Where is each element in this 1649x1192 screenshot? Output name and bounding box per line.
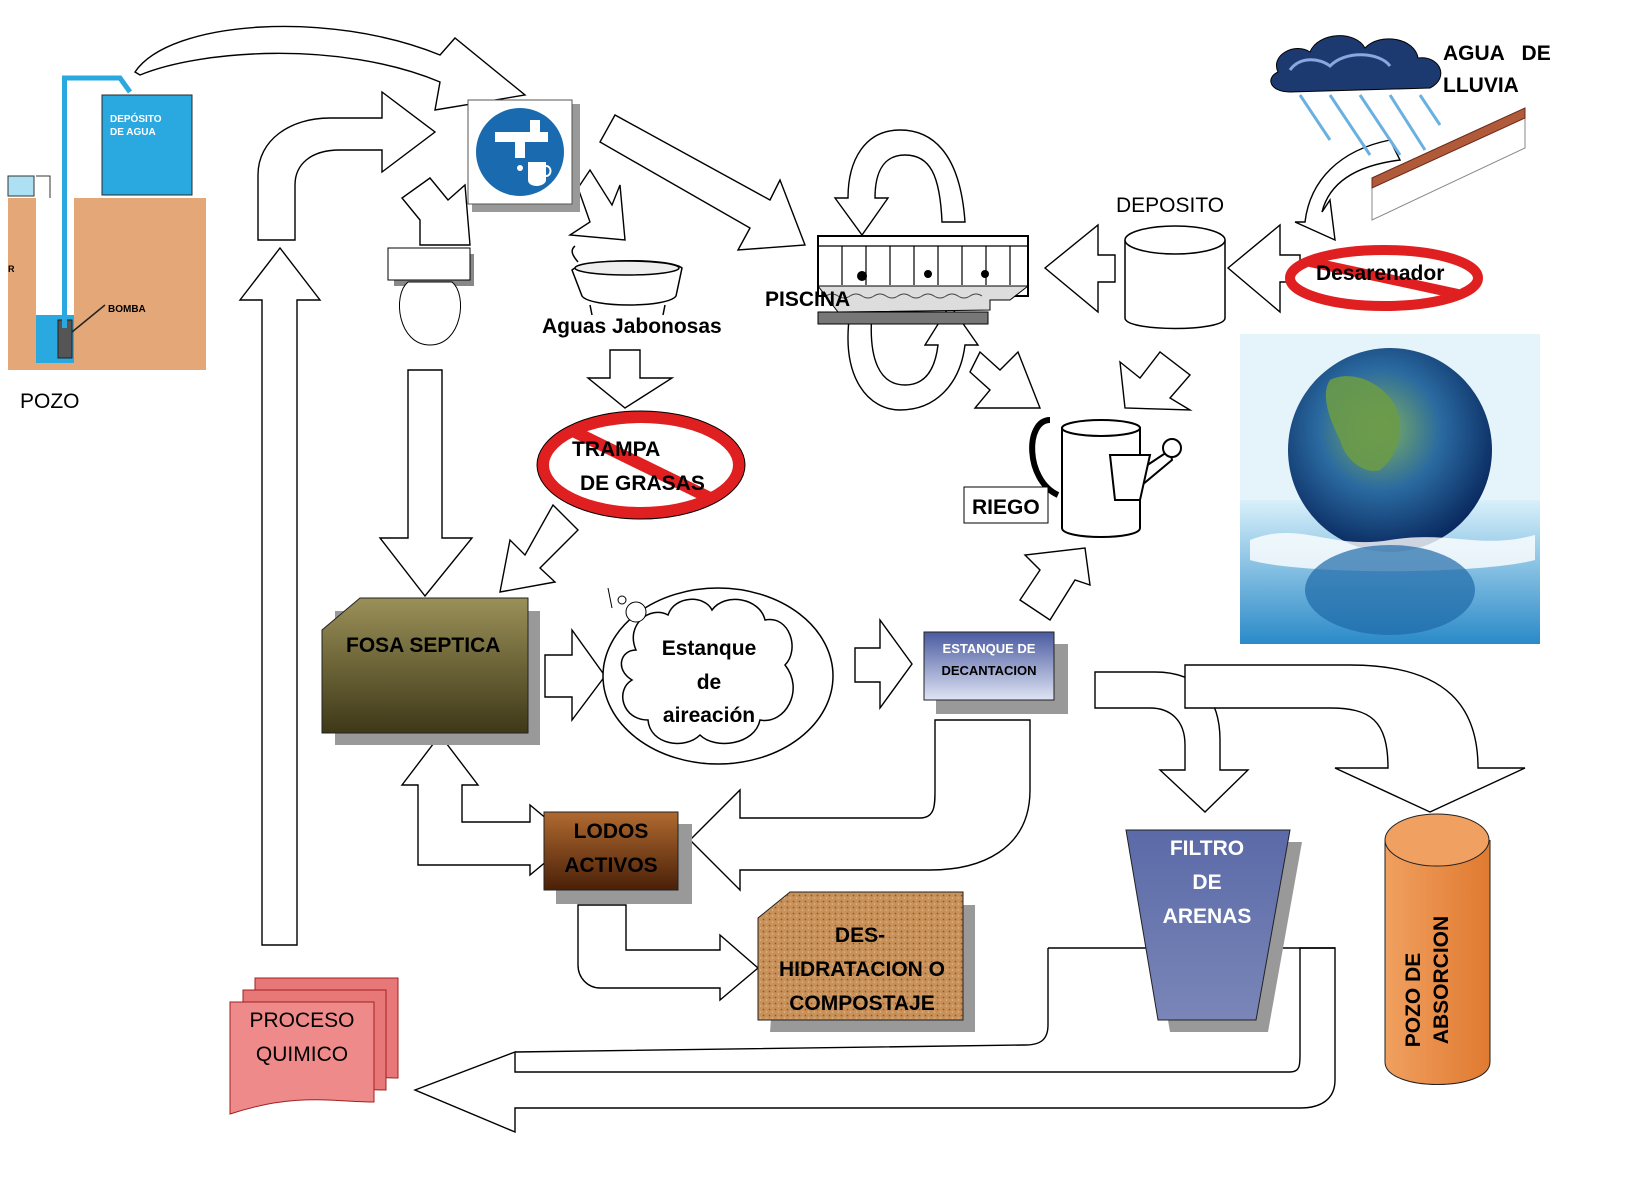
- trampa-label-1: TRAMPA: [572, 438, 660, 461]
- arrow-lodos-to-compost: [577, 904, 760, 1002]
- deposito-label: DEPOSITO: [1116, 194, 1224, 217]
- trampa-label-2: DE GRASAS: [580, 472, 705, 495]
- swimming-pool-icon: [816, 235, 1030, 325]
- arrow-trampa-to-fosa: [499, 503, 579, 593]
- pozo-label: POZO: [20, 390, 80, 413]
- proceso-label-1: PROCESO: [249, 1009, 354, 1032]
- riego-label-box: [963, 486, 1049, 524]
- aireacion-label-1: Estanque: [662, 637, 757, 660]
- lodos-label-2: ACTIVOS: [564, 854, 657, 877]
- absorption-well-cylinder: [1384, 813, 1491, 1085]
- toilet-icon: [387, 247, 474, 346]
- filtro-label-3: ARENAS: [1163, 905, 1252, 928]
- compost-label-2: HIDRATACION O: [779, 958, 945, 981]
- prohibited-sign-icon: [536, 410, 746, 520]
- arrow-faucet-to-toilet: [400, 177, 471, 246]
- water-tank-label-2: DE AGUA: [110, 127, 156, 138]
- arrow-bath-to-trampa: [586, 349, 675, 409]
- lodos-label-1: LODOS: [574, 820, 649, 843]
- absorcion-label-2: ABSORCION: [1430, 916, 1453, 1044]
- decantation-tank-box: [923, 631, 1055, 701]
- roof-tiles-icon: [1371, 107, 1526, 221]
- arrow-decantacion-to-riego: [1019, 547, 1091, 621]
- desarenador-label: Desarenador: [1316, 262, 1444, 285]
- arrow-decantacion-to-absorcion: [1184, 664, 1526, 813]
- prohibited-sign-icon: [1285, 245, 1483, 311]
- arrow-toilet-to-fosa: [378, 369, 474, 598]
- absorcion-label-1: POZO DE: [1402, 953, 1425, 1048]
- rain-cloud-icon: [1270, 35, 1442, 156]
- arrow-rain-to-desarenador: [1294, 139, 1402, 242]
- aguas-jabonosas-label: Aguas Jabonosas: [542, 315, 722, 338]
- aeration-tank-icon: [602, 587, 834, 765]
- bathtub-icon: [571, 245, 683, 316]
- aireacion-label-2: de: [697, 671, 722, 694]
- rain-label-1: AGUA DE: [1443, 42, 1551, 65]
- compost-label-3: COMPOSTAJE: [789, 992, 934, 1015]
- earth-water-splash-image: [1240, 334, 1540, 644]
- arrow-deposito-to-pool: [1043, 223, 1116, 314]
- well-illustration: [7, 75, 206, 370]
- filtro-label-1: FILTRO: [1170, 837, 1244, 860]
- chemical-process-shape: [229, 977, 399, 1115]
- arrow-desarenador-to-deposito: [1226, 223, 1301, 314]
- pump-label: BOMBA: [108, 304, 146, 315]
- well-edge-label: R: [8, 264, 15, 274]
- water-tank-label-1: DEPÓSITO: [110, 112, 162, 125]
- arrow-fosa-to-aireacion: [544, 627, 606, 723]
- arrow-decantacion-to-lodos: [689, 719, 1031, 892]
- arrow-faucet-to-pool: [599, 114, 806, 251]
- arrow-deposito-to-riego: [1119, 351, 1193, 411]
- fosa-septica-label: FOSA SEPTICA: [346, 634, 500, 657]
- arrow-well-to-faucet: [134, 25, 527, 111]
- pool-recirculation-arrows: [833, 129, 980, 411]
- water-tank: [101, 94, 193, 196]
- riego-label: RIEGO: [972, 496, 1040, 519]
- watering-can-icon: [1029, 417, 1182, 538]
- arrow-filtro-to-quimico-outer: [413, 947, 1336, 1134]
- small-tank: [7, 175, 35, 197]
- arrow-aireacion-to-decantacion: [854, 617, 913, 711]
- compost-label-1: DES-: [835, 924, 885, 947]
- proceso-label-2: QUIMICO: [256, 1043, 348, 1066]
- drinking-water-tap-icon: [467, 99, 580, 212]
- decantacion-label-2: DECANTACION: [941, 663, 1036, 678]
- arrow-pool-to-riego: [969, 350, 1042, 409]
- dewatering-compost-box: [757, 891, 964, 1021]
- activated-sludge-box: [543, 811, 679, 891]
- storage-tank-icon: [1124, 225, 1226, 330]
- rain-label-2: LLUVIA: [1443, 74, 1519, 97]
- piscina-label: PISCINA: [765, 288, 850, 311]
- filtro-label-2: DE: [1192, 871, 1221, 894]
- sand-filter-shape: [1125, 829, 1291, 1021]
- flow-arrows: [134, 25, 1526, 1134]
- arrow-quimico-up: [238, 246, 322, 946]
- arrow-faucet-to-bath: [567, 168, 626, 241]
- fosa-septica-box: [321, 597, 529, 734]
- arrow-to-faucet: [257, 90, 437, 241]
- decantacion-label-1: ESTANQUE DE: [943, 641, 1036, 656]
- aireacion-label-3: aireación: [663, 704, 755, 727]
